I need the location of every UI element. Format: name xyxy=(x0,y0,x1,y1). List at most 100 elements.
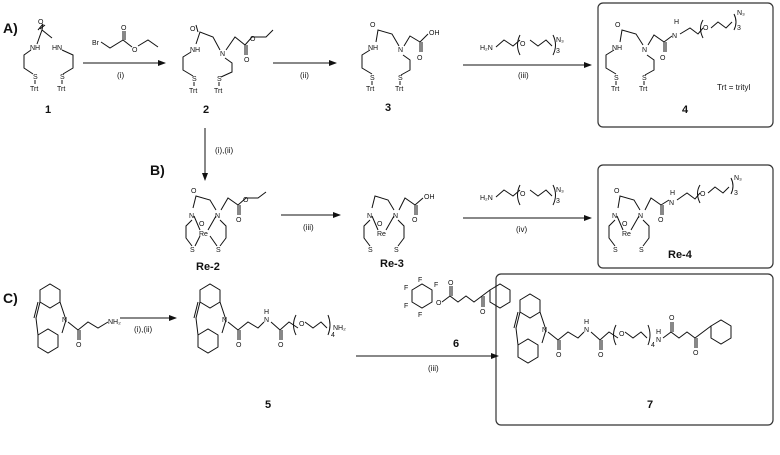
svg-text:O: O xyxy=(190,26,196,33)
condition-c2: (iii) xyxy=(428,364,439,373)
svg-text:NH₂: NH₂ xyxy=(333,325,346,332)
svg-text:O: O xyxy=(480,309,486,316)
svg-text:O: O xyxy=(244,57,250,64)
svg-text:O: O xyxy=(693,350,699,357)
compound-label-4: 4 xyxy=(682,104,689,116)
svg-text:S: S xyxy=(33,74,38,81)
svg-text:S: S xyxy=(398,75,403,82)
svg-text:Trt: Trt xyxy=(30,86,38,93)
svg-text:O: O xyxy=(377,221,383,228)
compound-label-re4: Re-4 xyxy=(668,249,693,261)
svg-text:S: S xyxy=(217,76,222,83)
svg-text:F: F xyxy=(418,312,422,319)
svg-text:N: N xyxy=(222,317,227,324)
svg-text:O: O xyxy=(520,41,526,48)
svg-text:N: N xyxy=(215,213,220,220)
svg-text:O: O xyxy=(250,36,256,43)
compound-2-structure: O NH N O O S S Trt Trt xyxy=(182,24,274,95)
svg-text:N₃: N₃ xyxy=(737,10,745,17)
svg-text:O: O xyxy=(370,22,376,29)
compound-label-3: 3 xyxy=(385,102,391,114)
svg-text:S: S xyxy=(613,247,618,254)
svg-text:O: O xyxy=(191,188,197,195)
svg-text:O: O xyxy=(299,321,305,328)
svg-text:HN: HN xyxy=(52,45,62,52)
condition-c1: (i),(ii) xyxy=(134,325,153,334)
svg-text:N: N xyxy=(393,213,398,220)
svg-text:N: N xyxy=(220,51,225,58)
svg-text:O: O xyxy=(658,217,664,224)
svg-text:Re: Re xyxy=(199,231,208,238)
svg-text:O: O xyxy=(38,19,44,26)
condition-a3: (iii) xyxy=(518,71,529,80)
svg-text:H: H xyxy=(674,19,679,26)
svg-text:O: O xyxy=(243,197,249,204)
svg-text:NH: NH xyxy=(612,45,622,52)
condition-b1: (iii) xyxy=(303,223,314,232)
svg-text:F: F xyxy=(434,282,438,289)
svg-text:O: O xyxy=(199,221,205,228)
svg-text:H: H xyxy=(584,319,589,326)
svg-text:N: N xyxy=(642,47,647,54)
svg-text:3: 3 xyxy=(556,48,560,55)
svg-text:H: H xyxy=(670,190,675,197)
svg-text:Trt: Trt xyxy=(366,86,374,93)
section-label-b: B) xyxy=(150,162,165,178)
svg-text:O: O xyxy=(660,55,666,62)
svg-text:N: N xyxy=(542,327,547,334)
section-label-a: A) xyxy=(3,20,18,36)
svg-text:O: O xyxy=(598,352,604,359)
trityl-note: Trt = trityl xyxy=(717,83,750,92)
svg-text:3: 3 xyxy=(734,190,738,197)
svg-text:OH: OH xyxy=(424,194,435,201)
svg-text:N: N xyxy=(672,33,677,40)
svg-text:S: S xyxy=(216,247,221,254)
svg-text:O: O xyxy=(76,342,82,349)
svg-text:O: O xyxy=(448,280,454,287)
svg-text:S: S xyxy=(60,74,65,81)
svg-text:S: S xyxy=(394,247,399,254)
svg-text:N: N xyxy=(62,317,67,324)
svg-text:N: N xyxy=(638,213,643,220)
svg-text:O: O xyxy=(121,25,127,32)
svg-text:4: 4 xyxy=(651,342,655,349)
svg-text:NH₂: NH₂ xyxy=(108,319,121,326)
svg-text:N: N xyxy=(584,327,589,334)
svg-text:O: O xyxy=(278,342,284,349)
reagent-ethyl-bromoacetate: Br O O xyxy=(92,25,159,54)
svg-text:Trt: Trt xyxy=(639,86,647,93)
svg-text:N: N xyxy=(264,317,269,324)
reagent-amino-peg-azide-b: H₂N O 3 N₃ xyxy=(480,184,564,206)
product-box-7 xyxy=(495,273,774,426)
svg-text:H: H xyxy=(656,329,661,336)
svg-text:O: O xyxy=(412,217,418,224)
compound-7-structure: N O N H O O 4 N H O O xyxy=(513,293,732,364)
compound-label-re2: Re-2 xyxy=(196,261,220,273)
compound-1-structure: O NH HN S S Trt Trt xyxy=(23,19,74,93)
svg-text:S: S xyxy=(639,247,644,254)
svg-text:O: O xyxy=(703,25,709,32)
product-box-re4 xyxy=(597,164,774,269)
svg-text:Trt: Trt xyxy=(57,86,65,93)
svg-text:S: S xyxy=(192,76,197,83)
svg-text:NH: NH xyxy=(190,47,200,54)
svg-text:O: O xyxy=(622,221,628,228)
svg-text:N: N xyxy=(367,213,372,220)
svg-text:F: F xyxy=(404,303,408,310)
compound-label-re3: Re-3 xyxy=(380,258,404,270)
svg-text:O: O xyxy=(132,47,138,54)
svg-text:NH: NH xyxy=(30,45,40,52)
reagent-6-structure: F F F F F O O O xyxy=(404,277,511,319)
svg-text:N: N xyxy=(669,200,674,207)
reagent-amino-peg-azide-a: H₂N O 3 N₃ xyxy=(480,34,564,56)
svg-text:S: S xyxy=(370,75,375,82)
compound-4-structure: O O H N O 3 N₃ NH N S S Trt Trt xyxy=(605,10,745,93)
svg-text:Br: Br xyxy=(92,40,100,47)
svg-text:NH: NH xyxy=(368,45,378,52)
svg-text:Trt: Trt xyxy=(189,88,197,95)
svg-text:O: O xyxy=(436,300,442,307)
compound-label-1: 1 xyxy=(45,104,51,116)
svg-text:Trt: Trt xyxy=(611,86,619,93)
section-label-c: C) xyxy=(3,290,18,306)
